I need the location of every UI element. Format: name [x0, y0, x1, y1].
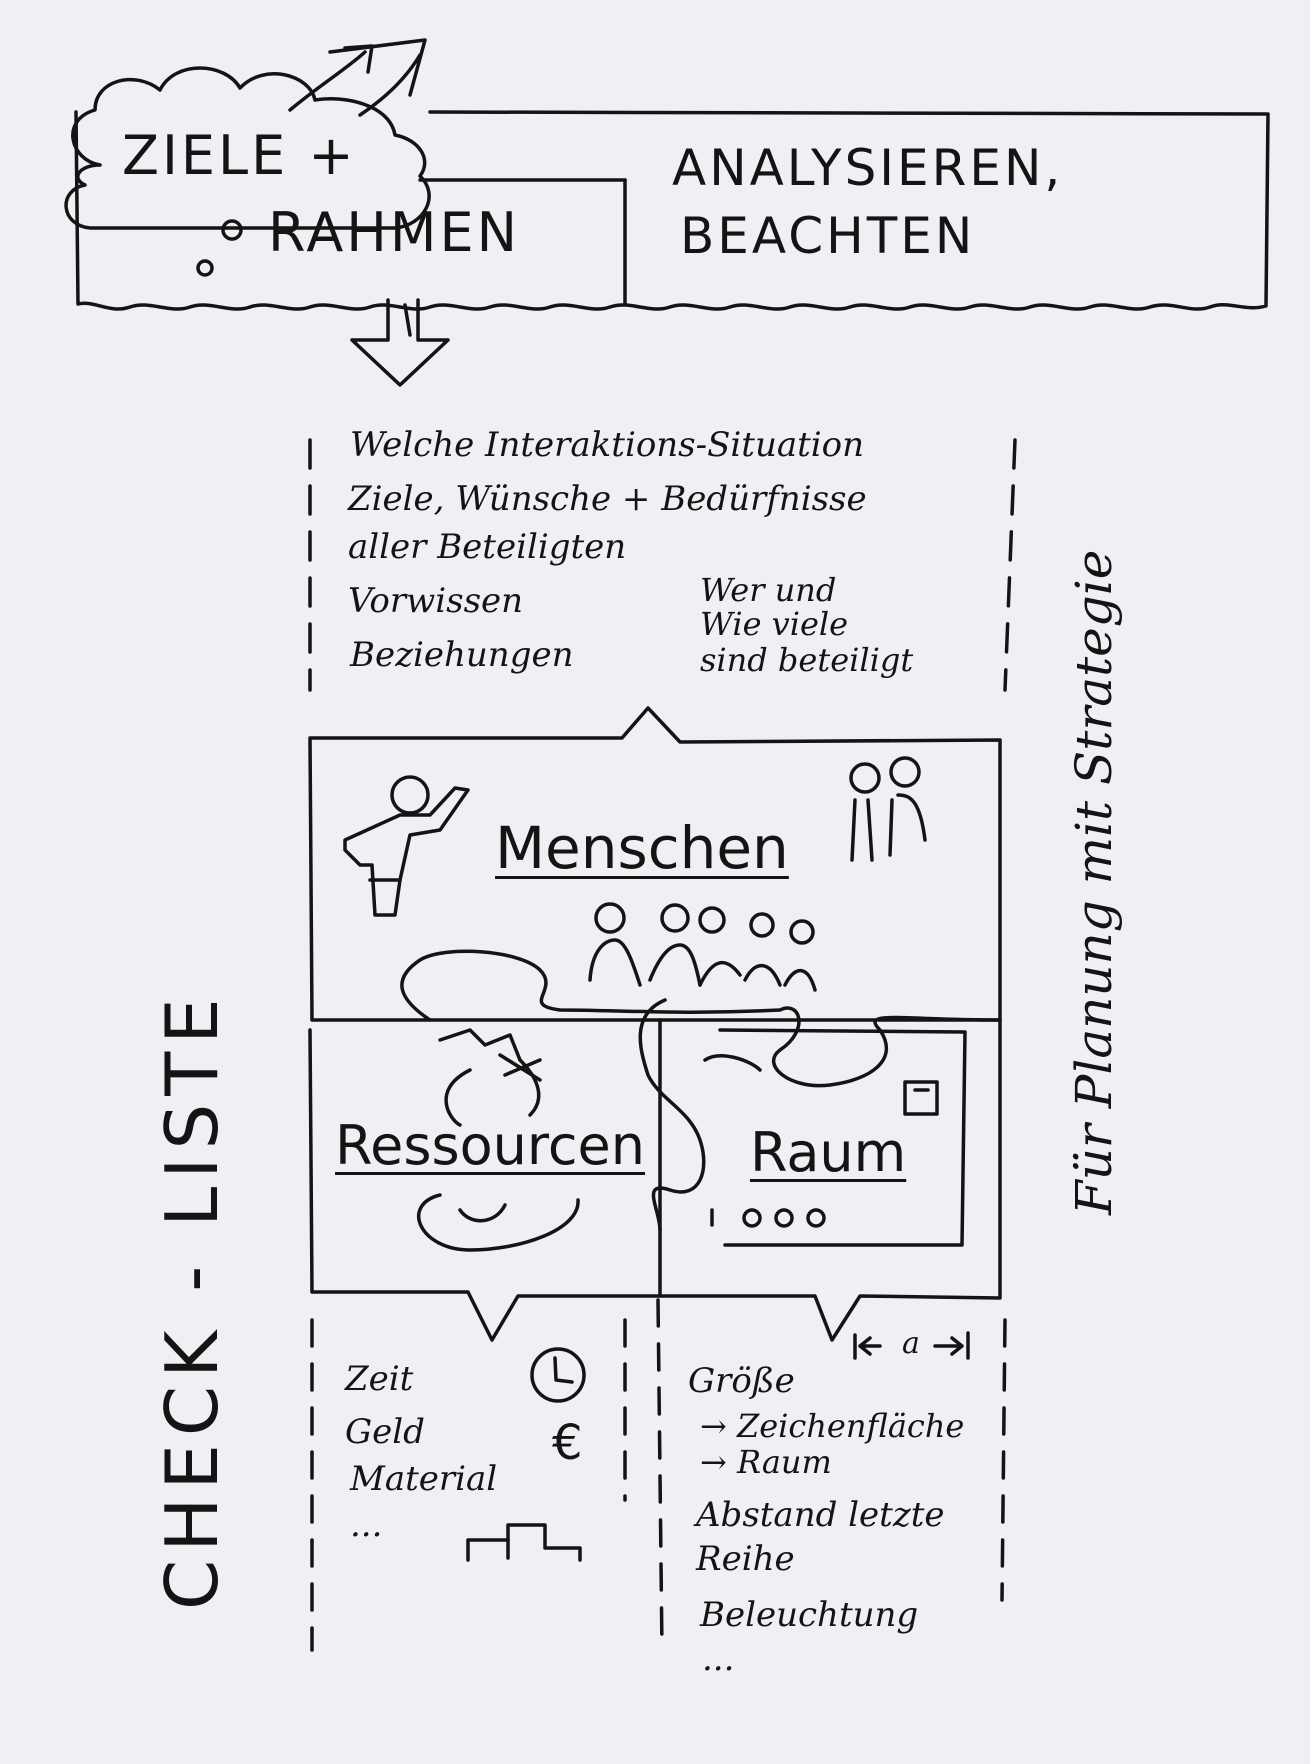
header-action-line2: BEACHTEN [680, 207, 976, 265]
room-item-last-row: Reihe [696, 1539, 795, 1579]
list-item-involved: sind beteiligt [700, 641, 914, 679]
resource-item-material: Material [350, 1459, 498, 1499]
header-action-line1: ANALYSIEREN, [672, 139, 1064, 197]
pair-icon [849, 756, 927, 862]
money-bag-icon [417, 1028, 580, 1252]
euro-icon: € [552, 1415, 583, 1471]
checklist-label: CHECK - LISTE [150, 990, 234, 1610]
list-item-prior-knowledge: Vorwissen [348, 581, 524, 621]
bottom-brackets [310, 1298, 1007, 1652]
puzzle-frame [308, 706, 1002, 1342]
presenter-icon [343, 775, 470, 917]
header-title-line2: RAHMEN [268, 201, 520, 264]
room-item-size: Größe [688, 1361, 795, 1401]
header-title-line1: ZIELE + [122, 124, 357, 187]
list-line-participants: aller Beteiligten [348, 527, 627, 567]
list-item-how-many: Wie viele [700, 605, 849, 643]
list-line-goals: Ziele, Wünsche + Bedürfnisse [348, 479, 867, 519]
puzzle-label-room: Raum [750, 1121, 907, 1184]
puzzle-label-resources: Ressourcen [335, 1114, 645, 1177]
cloud-icon [64, 66, 431, 277]
resource-item-money: Geld [345, 1412, 425, 1452]
top-list-bracket [308, 438, 1017, 692]
list-line-situation: Welche Interaktions-Situation [350, 425, 865, 465]
header-frame [74, 110, 1270, 311]
blocks-icon [466, 1523, 582, 1562]
arrow-down-icon [350, 298, 450, 387]
distance-marker-icon [853, 1331, 970, 1360]
list-item-who: Wer und [700, 571, 837, 609]
resource-item-time: Zeit [345, 1359, 414, 1399]
puzzle-label-people: Menschen [495, 814, 789, 882]
strategy-label: Für Planung mit Strategie [1065, 549, 1123, 1215]
list-item-relationships: Beziehungen [350, 635, 574, 675]
room-item-more: ... [702, 1639, 735, 1679]
room-item-drawing-area: → Zeichenfläche [700, 1407, 965, 1445]
group-icon [588, 902, 817, 992]
room-item-room: → Raum [700, 1443, 832, 1481]
arrow-up-right-icon [288, 38, 427, 117]
clock-icon [530, 1347, 586, 1403]
distance-marker-label: a [902, 1326, 920, 1361]
resource-item-more: ... [350, 1505, 383, 1545]
room-item-lighting: Beleuchtung [700, 1595, 919, 1635]
room-item-distance: Abstand letzte [696, 1495, 945, 1535]
